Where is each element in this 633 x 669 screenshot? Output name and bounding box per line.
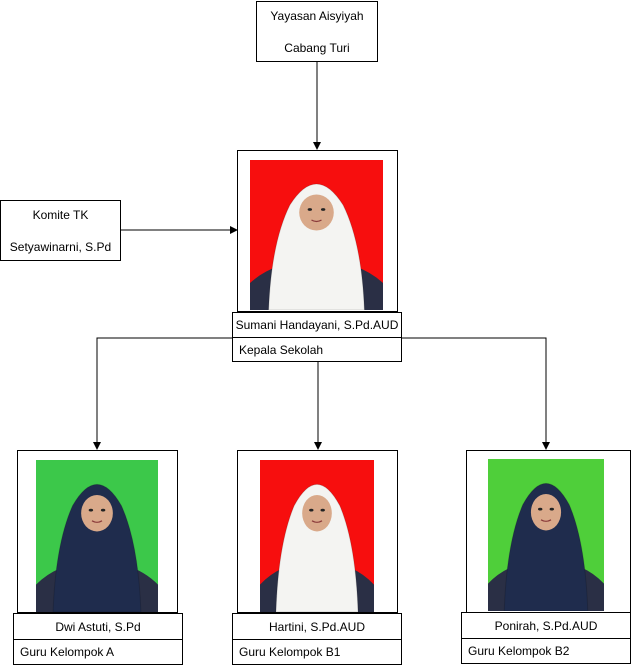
eye-left [538,507,543,511]
face [302,494,332,532]
hijab [52,483,142,612]
mouth [311,219,322,223]
principal-to-group-b2-arrow [402,337,550,450]
mouth [311,520,323,523]
teacher-b1-role: Guru Kelompok B1 [232,639,402,665]
teacher-b2-role: Guru Kelompok B2 [461,638,631,664]
principal-to-group-a-arrow [93,337,232,450]
portrait-drawing [488,459,604,611]
portrait-drawing [260,460,374,612]
foundation-box: Yayasan Aisyiyah Cabang Turi [256,1,378,62]
committee-line-1: Komite TK [32,207,89,222]
hijab [268,183,365,310]
teacher-a-role: Guru Kelompok A [13,639,183,665]
foundation-line-1: Yayasan Aisyiyah [270,8,364,23]
hijab [503,483,589,611]
teacher-b2-photo [488,459,604,611]
eye-right [320,208,326,211]
eye-left [307,208,313,211]
principal-role: Kepala Sekolah [232,337,402,362]
mouth [540,519,552,522]
teacher-b2-name: Ponirah, S.Pd.AUD [461,612,631,639]
teacher-b1-photo [260,460,374,612]
eye-right [549,507,554,511]
mouth [91,520,103,523]
portrait-drawing [36,460,158,612]
principal-photo [250,160,383,310]
teacher-a-name: Dwi Astuti, S.Pd [13,613,183,640]
teacher-b1-name: Hartini, S.Pd.AUD [232,613,402,640]
eye-right [100,508,106,512]
teacher-a-photo [36,460,158,612]
committee-line-2: Setyawinarni, S.Pd [9,239,112,254]
face [299,194,334,231]
foundation-line-2: Cabang Turi [284,40,350,55]
eye-right [320,508,325,512]
portrait-drawing [250,160,383,310]
committee-box: Komite TK Setyawinarni, S.Pd [0,200,121,261]
principal-name: Sumani Handayani, S.Pd.AUD [232,312,402,338]
face [81,494,113,532]
eye-left [309,508,314,512]
face [530,493,562,531]
eye-left [88,508,94,512]
hijab [275,484,359,612]
